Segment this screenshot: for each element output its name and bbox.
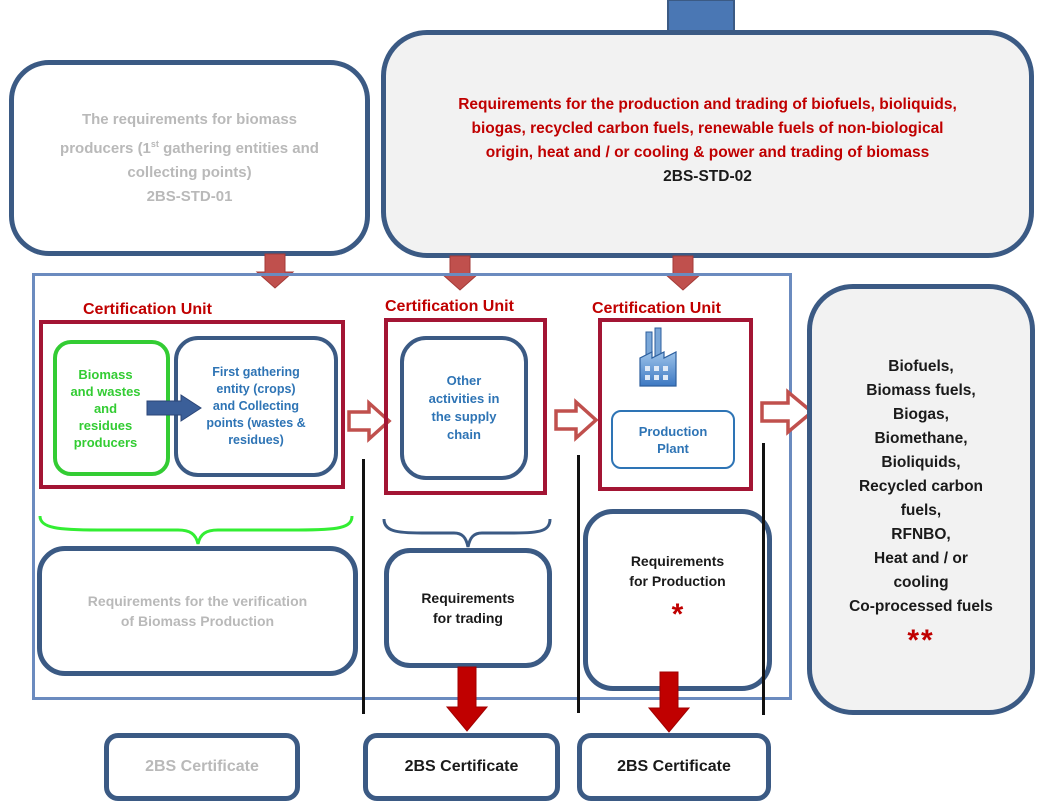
output-item: Recycled carbon [858,477,984,495]
unit3-frame [598,318,753,491]
output-item: Heat and / or [874,549,968,567]
unit3-to-outputs-arrow [760,388,815,436]
output-item: fuels, [900,501,942,519]
production-plant-box: Production Plant [611,410,735,469]
std01-code: 2BS-STD-01 [146,187,233,205]
std01-box: The requirements for biomass producers (… [9,60,370,256]
output-item: Biomass fuels, [866,381,976,399]
certificate-trading: 2BS Certificate [363,733,560,801]
unit2-label: Certification Unit [385,298,514,315]
std02-line3: origin, heat and / or cooling & power an… [485,144,930,161]
std02-box: Requirements for the production and trad… [381,30,1034,258]
unit1-label: Certification Unit [83,301,212,318]
req-biomass-box: Requirements for the verification of Bio… [37,546,358,676]
output-item: Biofuels, [888,357,954,375]
outputs-asterisks: ** [907,623,935,657]
outputs-box: Biofuels, Biomass fuels, Biogas, Biometh… [807,284,1035,715]
output-item: cooling [893,573,949,591]
unit2-frame [384,318,547,495]
output-item: Bioliquids, [881,453,961,471]
main-frame [32,273,792,700]
unit3-label: Certification Unit [592,300,721,317]
std01-line1: The requirements for biomass [81,110,298,128]
other-activities-box: Other activities in the supply chain [400,336,528,480]
std01-line3: collecting points) [127,163,252,181]
arrow-std01-to-unit1 [255,253,295,289]
unit1-frame [39,320,345,489]
certificate-biomass: 2BS Certificate [104,733,300,801]
std02-line2: biogas, recycled carbon fuels, renewable… [471,120,944,137]
output-item: Biomethane, [874,429,968,447]
req-trading-box: Requirements for trading [384,548,552,668]
producers-to-gathering-arrow [146,394,202,422]
req-production-box: Requirements for Production * [583,509,772,691]
divider-3 [762,443,765,715]
biomass-producers-box: Biomass and wastes and residues producer… [53,340,170,476]
brace-trading [382,518,552,548]
unit1-to-unit2-arrow [347,399,392,443]
first-gathering-box: First gathering entity (crops) and Colle… [174,336,338,477]
brace-biomass [38,515,354,545]
output-item: Biogas, [893,405,949,423]
arrow-production-to-cert [647,671,691,733]
production-asterisk: * [671,598,684,631]
certificate-production: 2BS Certificate [577,733,771,801]
divider-2 [577,455,580,713]
unit2-to-unit3-arrow [554,398,599,442]
output-item: RFNBO, [891,525,951,543]
std02-code: 2BS-STD-02 [663,168,752,185]
divider-1 [362,459,365,714]
factory-icon [639,327,677,387]
std02-line1: Requirements for the production and trad… [458,96,957,113]
arrow-trading-to-cert [445,666,489,732]
std01-line2: producers (1st gathering entities and [60,138,319,157]
output-item: Co-processed fuels [849,597,993,615]
